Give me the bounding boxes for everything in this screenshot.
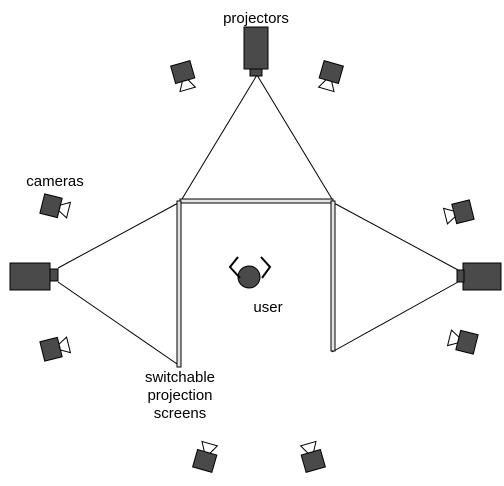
- projector-right: [456, 262, 502, 291]
- camera-icon: [170, 60, 196, 85]
- projector-lens-icon: [456, 269, 465, 283]
- camera-bottom-right: [299, 440, 326, 473]
- projector-icon: [462, 262, 502, 291]
- user-label: user: [253, 299, 282, 316]
- camera-lens-icon: [446, 329, 460, 347]
- camera-left-upper: [39, 193, 72, 219]
- camera-lens-icon: [317, 79, 335, 93]
- projector-lens-icon: [49, 268, 59, 282]
- user-icon: [237, 265, 261, 289]
- beam-line: [181, 74, 258, 200]
- camera-top-left: [170, 60, 197, 93]
- projector-top: [243, 26, 269, 77]
- camera-lens-icon: [58, 201, 72, 219]
- camera-icon: [300, 448, 326, 473]
- camera-right-upper: [442, 199, 475, 225]
- cameras-label: cameras: [26, 173, 84, 190]
- beam-line: [331, 201, 459, 271]
- camera-right-lower: [446, 329, 479, 355]
- camera-icon: [455, 329, 479, 355]
- user-right-arm: [260, 256, 272, 279]
- screens-label-line1: switchable: [145, 369, 215, 386]
- beam-line: [331, 281, 459, 353]
- user-figure: [228, 256, 272, 289]
- screens-label-line3: screens: [154, 405, 207, 422]
- screen-right: [330, 200, 336, 352]
- beam-line: [57, 201, 181, 269]
- beam-line: [57, 281, 181, 367]
- camera-lens-icon: [442, 207, 456, 225]
- camera-bottom-left: [192, 440, 219, 473]
- user-left-arm: [228, 256, 241, 279]
- camera-icon: [451, 199, 475, 225]
- camera-lens-icon: [58, 336, 72, 354]
- camera-icon: [39, 336, 63, 362]
- beam-line: [256, 74, 333, 200]
- camera-icon: [39, 193, 63, 219]
- projectors-label: projectors: [223, 10, 289, 27]
- switchable-screens: [176, 198, 336, 368]
- projector-icon: [243, 26, 269, 70]
- camera-lens-icon: [201, 440, 219, 454]
- screen-top: [179, 198, 334, 204]
- projector-lens-icon: [249, 68, 263, 77]
- projector-left: [9, 262, 59, 291]
- projector-icon: [9, 262, 51, 291]
- screens-label-line2: projection: [147, 387, 212, 404]
- projection-beams: [57, 74, 459, 367]
- camera-lens-icon: [299, 440, 317, 454]
- camera-icon: [318, 60, 344, 85]
- camera-lens-icon: [179, 79, 197, 93]
- screen-left: [176, 200, 182, 368]
- camera-icon: [192, 448, 218, 473]
- camera-left-lower: [39, 336, 72, 362]
- camera-top-right: [317, 60, 344, 93]
